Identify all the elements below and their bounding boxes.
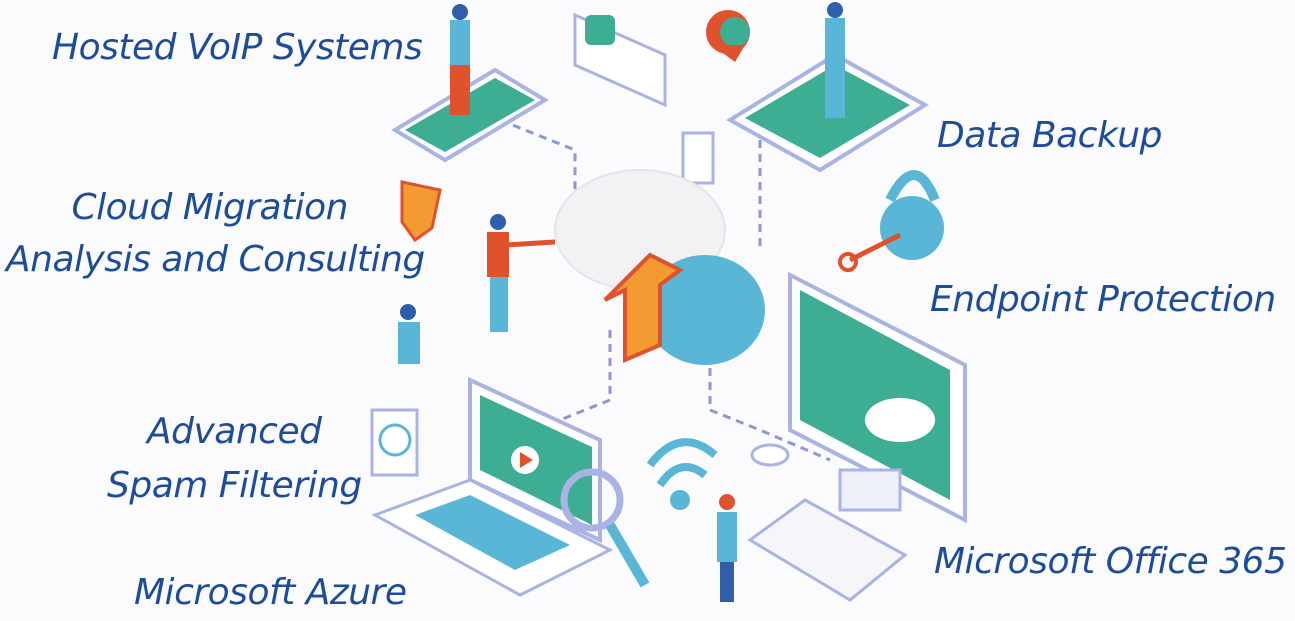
label-advanced-spam-line2: Spam Filtering — [107, 465, 362, 506]
chat-bubble-icon — [573, 12, 667, 108]
person-icon — [398, 304, 420, 364]
wifi-icon — [646, 438, 718, 510]
label-advanced-spam-line1: Advanced — [147, 411, 322, 452]
person-icon — [825, 2, 845, 118]
label-microsoft-azure: Microsoft Azure — [134, 572, 407, 613]
magnifier-icon — [560, 468, 650, 588]
person-icon — [450, 4, 470, 115]
keyboard-icon — [747, 498, 908, 602]
document-icon — [681, 131, 715, 185]
person-icon — [717, 494, 737, 602]
monitor-icon — [788, 271, 967, 524]
location-pin-icon — [706, 10, 750, 62]
label-hosted-voip: Hosted VoIP Systems — [52, 27, 423, 68]
cloud-upload-icon — [554, 169, 765, 365]
connector-lines — [499, 118, 831, 462]
clock-icon — [370, 408, 419, 477]
label-data-backup: Data Backup — [937, 115, 1162, 156]
label-endpoint-protection: Endpoint Protection — [930, 279, 1276, 320]
label-cloud-migration-line2: Analysis and Consulting — [6, 239, 425, 280]
label-microsoft-office-365: Microsoft Office 365 — [934, 541, 1287, 582]
person-figures — [398, 2, 845, 602]
shield-icon — [400, 180, 442, 243]
padlock-icon — [838, 170, 944, 272]
mouse-icon — [750, 443, 790, 467]
person-icon — [487, 214, 556, 332]
label-cloud-migration-line1: Cloud Migration — [71, 187, 348, 228]
